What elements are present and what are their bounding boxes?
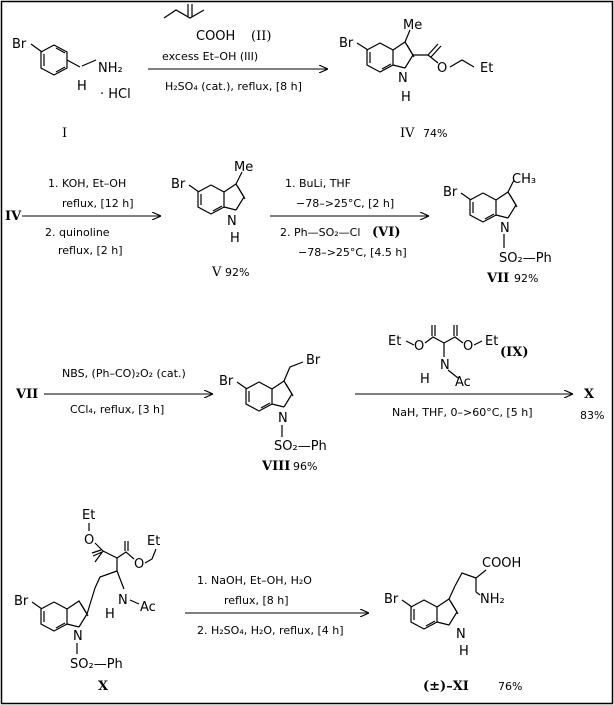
methyl-group: Me [403, 18, 422, 33]
compound-IV: Br Me N H O Et IV 74% [339, 18, 493, 141]
indole-nitrogen: N [398, 71, 408, 86]
compound-X: Et O O Et N H Ac Br N SO₂—Ph X [14, 508, 160, 694]
indole-nitrogen: N [278, 411, 288, 426]
indole-nitrogen: N [73, 629, 83, 644]
yield-VII: 92% [514, 272, 538, 285]
indole-nitrogen: N [500, 221, 510, 236]
ester-oxygen: O [84, 533, 94, 548]
step3-condition-4: −78–>25°C, [4.5 h] [298, 246, 407, 259]
nh-hydrogen: H [420, 372, 430, 387]
bromo-atom: Br [384, 592, 399, 607]
amino-group: NH₂ [480, 592, 505, 607]
methyl-group: CH₃ [512, 172, 536, 187]
compound-label-X-product: X [584, 387, 595, 402]
yield-V: 92% [225, 266, 249, 279]
ethyl-group: Et [485, 334, 498, 349]
hydrochloride-salt: · HCl [100, 87, 131, 102]
phenylsulfonyl-group: SO₂—Ph [274, 439, 327, 454]
ester-oxygen: O [134, 557, 144, 572]
step2-condition-2: reflux, [12 h] [62, 197, 134, 210]
acetamido-nitrogen: N [440, 358, 450, 373]
bromo-atom: Br [171, 177, 186, 192]
ethyl-group: Et [480, 61, 493, 76]
compound-label-IV: IV [400, 126, 415, 141]
step1-conditions-above: excess Et–OH (III) [162, 50, 258, 63]
step6-condition-1: 1. NaOH, Et–OH, H₂O [197, 574, 312, 587]
bromo-atom: Br [219, 374, 234, 389]
phenylsulfonyl-group: SO₂—Ph [499, 251, 552, 266]
step4-conditions-above: NBS, (Ph–CO)₂O₂ (cat.) [62, 367, 186, 380]
bromo-atom: Br [443, 185, 458, 200]
yield-X: 83% [580, 409, 604, 422]
compound-I: Br H NH₂ · HCl I [12, 37, 131, 141]
ethyl-group: Et [388, 334, 401, 349]
yield-XI: 76% [498, 680, 522, 693]
yield-IV: 74% [423, 127, 447, 140]
compound-label-V: V [211, 265, 222, 280]
nh-hydrogen: H [230, 231, 240, 246]
compound-label-IV-start: IV [5, 209, 22, 224]
compound-label-I: I [62, 126, 67, 141]
compound-VII: Br CH₃ N SO₂—Ph VII 92% [443, 172, 552, 286]
amine-nh2: NH₂ [98, 61, 123, 76]
step3-condition-3: 2. Ph—SO₂—Cl [280, 226, 360, 239]
bromomethyl-bromine: Br [306, 353, 321, 368]
phenylsulfonyl-group: SO₂—Ph [70, 657, 123, 672]
ester-oxygen: O [414, 339, 424, 354]
ester-oxygen: O [463, 339, 473, 354]
compound-label-VIII: VIII [261, 459, 290, 474]
bromo-atom: Br [12, 37, 27, 52]
compound-label-VII: VII [486, 271, 509, 286]
nh-hydrogen: H [401, 90, 411, 105]
ester-oxygen: O [437, 61, 447, 76]
bromo-atom: Br [339, 36, 354, 51]
carboxylic-acid-group: COOH [196, 29, 235, 44]
indole-nitrogen: N [227, 214, 237, 229]
compound-XI: COOH NH₂ Br N H (±)–XI 76% [384, 556, 522, 694]
reagent-label-II: (II) [251, 29, 271, 44]
nh-hydrogen: H [459, 644, 469, 659]
bromo-atom: Br [14, 594, 29, 609]
step2-condition-4: reflux, [2 h] [58, 244, 123, 257]
step5-conditions-below: NaH, THF, 0–>60°C, [5 h] [392, 406, 532, 419]
compound-label-X: X [98, 679, 109, 694]
ethyl-group: Et [147, 534, 160, 549]
compound-V: Br Me N H V 92% [171, 160, 253, 280]
step3-condition-1: 1. BuLi, THF [285, 177, 351, 190]
carboxylic-acid-group: COOH [482, 556, 521, 571]
step1-conditions-below: H₂SO₄ (cat.), reflux, [8 h] [165, 80, 302, 93]
step2-condition-1: 1. KOH, Et–OH [48, 177, 126, 190]
acetamido-nitrogen: N [118, 593, 128, 608]
compound-label-XI: (±)–XI [423, 679, 469, 694]
reagent-II: COOH (II) [163, 4, 271, 44]
acetyl-group: Ac [455, 375, 471, 390]
nh-hydrogen: H [105, 607, 115, 622]
compound-label-VII-start: VII [15, 387, 38, 402]
reagent-IX: Et O O Et N H Ac (IX) [388, 325, 528, 390]
step6-condition-3: 2. H₂SO₄, H₂O, reflux, [4 h] [197, 624, 344, 637]
methyl-group: Me [234, 160, 253, 175]
ethyl-group: Et [82, 508, 95, 523]
step3-condition-2: −78–>25°C, [2 h] [296, 197, 394, 210]
step6-condition-2: reflux, [8 h] [224, 594, 289, 607]
acetyl-group: Ac [140, 600, 156, 615]
reagent-label-VI: (VI) [372, 225, 400, 240]
yield-VIII: 96% [293, 460, 317, 473]
compound-VIII: Br Br N SO₂—Ph VIII 96% [219, 353, 327, 474]
step2-condition-3: 2. quinoline [45, 226, 110, 239]
step4-conditions-below: CCl₄, reflux, [3 h] [70, 403, 164, 416]
nh-hydrogen: H [77, 79, 87, 94]
indole-nitrogen: N [456, 627, 466, 642]
reagent-label-IX: (IX) [500, 345, 528, 360]
